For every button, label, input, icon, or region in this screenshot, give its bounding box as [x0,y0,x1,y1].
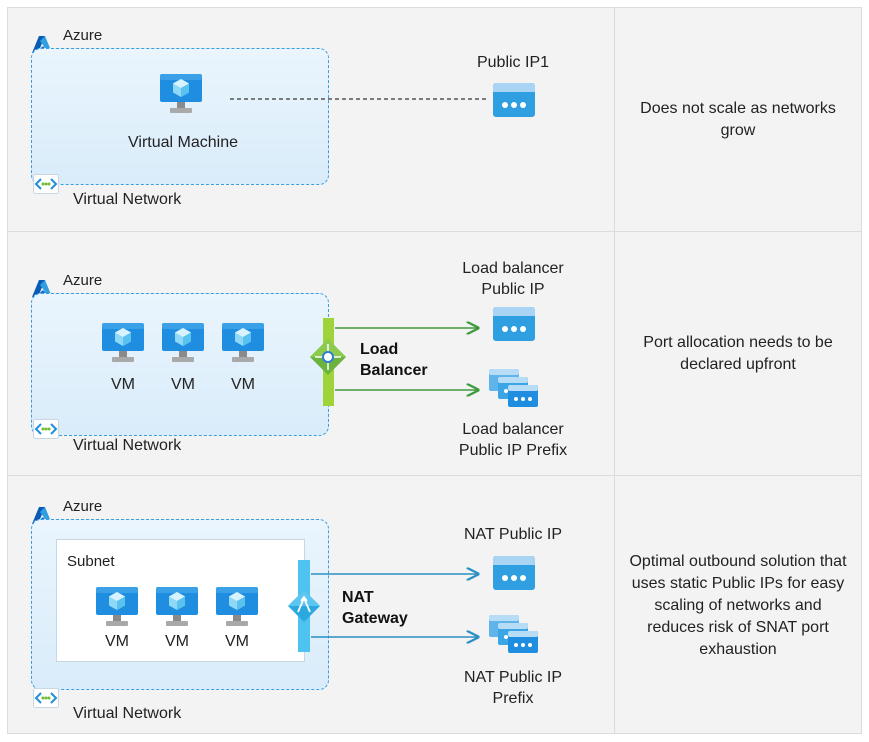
virtual-network-box [31,293,329,436]
row-divider-2 [8,475,861,476]
azure-label: Azure [63,272,103,289]
row-3-description: Optimal outbound solution that uses stat… [615,476,861,735]
azure-label: Azure [63,498,103,515]
diagram-frame: Azure Virtual Machine Virtual Network Pu… [7,7,862,734]
vm-label: VM [171,376,195,393]
public-ip-icon [492,306,536,342]
vm-label: VM [165,633,189,650]
azure-label: Azure [63,27,103,44]
description-text: Optimal outbound solution that uses stat… [629,552,847,658]
lb-prefix-label: Load balancer Public IP Prefix [458,421,568,459]
vm-label: VM [225,633,249,650]
vm-label: VM [111,376,135,393]
load-balancer-label: Load Balancer [360,341,428,379]
row-load-balancer: Azure VM VM VM Virtual Network Load [8,232,614,475]
public-ip-icon [492,82,536,118]
public-ip-prefix-icon [488,614,540,654]
row-public-ip: Azure Virtual Machine Virtual Network Pu… [8,8,614,231]
virtual-network-label: Virtual Network [73,705,182,722]
nat-gateway-graphic [288,560,614,652]
load-balancer-graphic [310,318,614,406]
row-1-description: Does not scale as networks grow [615,8,861,231]
nat-gateway-label: NAT Gateway [342,589,408,627]
row-nat-gateway: Azure Subnet VM VM VM Virtual Network NA… [8,476,614,735]
virtual-network-box [31,48,329,185]
public-ip-prefix-icon [488,368,540,408]
description-text: Does not scale as networks grow [640,99,836,139]
virtual-network-label: Virtual Network [73,437,182,454]
vm-label: VM [231,376,255,393]
load-balancer-icon [310,339,346,375]
public-ip-label: Public IP1 [476,54,550,71]
row-2-description: Port allocation needs to be declared upf… [615,232,861,475]
public-ip-icon [492,555,536,591]
description-text: Port allocation needs to be declared upf… [643,333,833,373]
row-divider-1 [8,231,861,232]
lb-public-ip-label: Load balancer Public IP [462,260,564,298]
column-divider [614,8,615,733]
nat-gateway-icon [288,590,320,622]
virtual-machine-label: Virtual Machine [128,134,238,151]
subnet-label: Subnet [67,553,115,570]
dashed-connection [230,98,486,100]
virtual-network-label: Virtual Network [73,191,182,208]
vm-label: VM [105,633,129,650]
nat-prefix-label: NAT Public IP Prefix [463,669,563,707]
nat-public-ip-label: NAT Public IP [463,526,563,543]
